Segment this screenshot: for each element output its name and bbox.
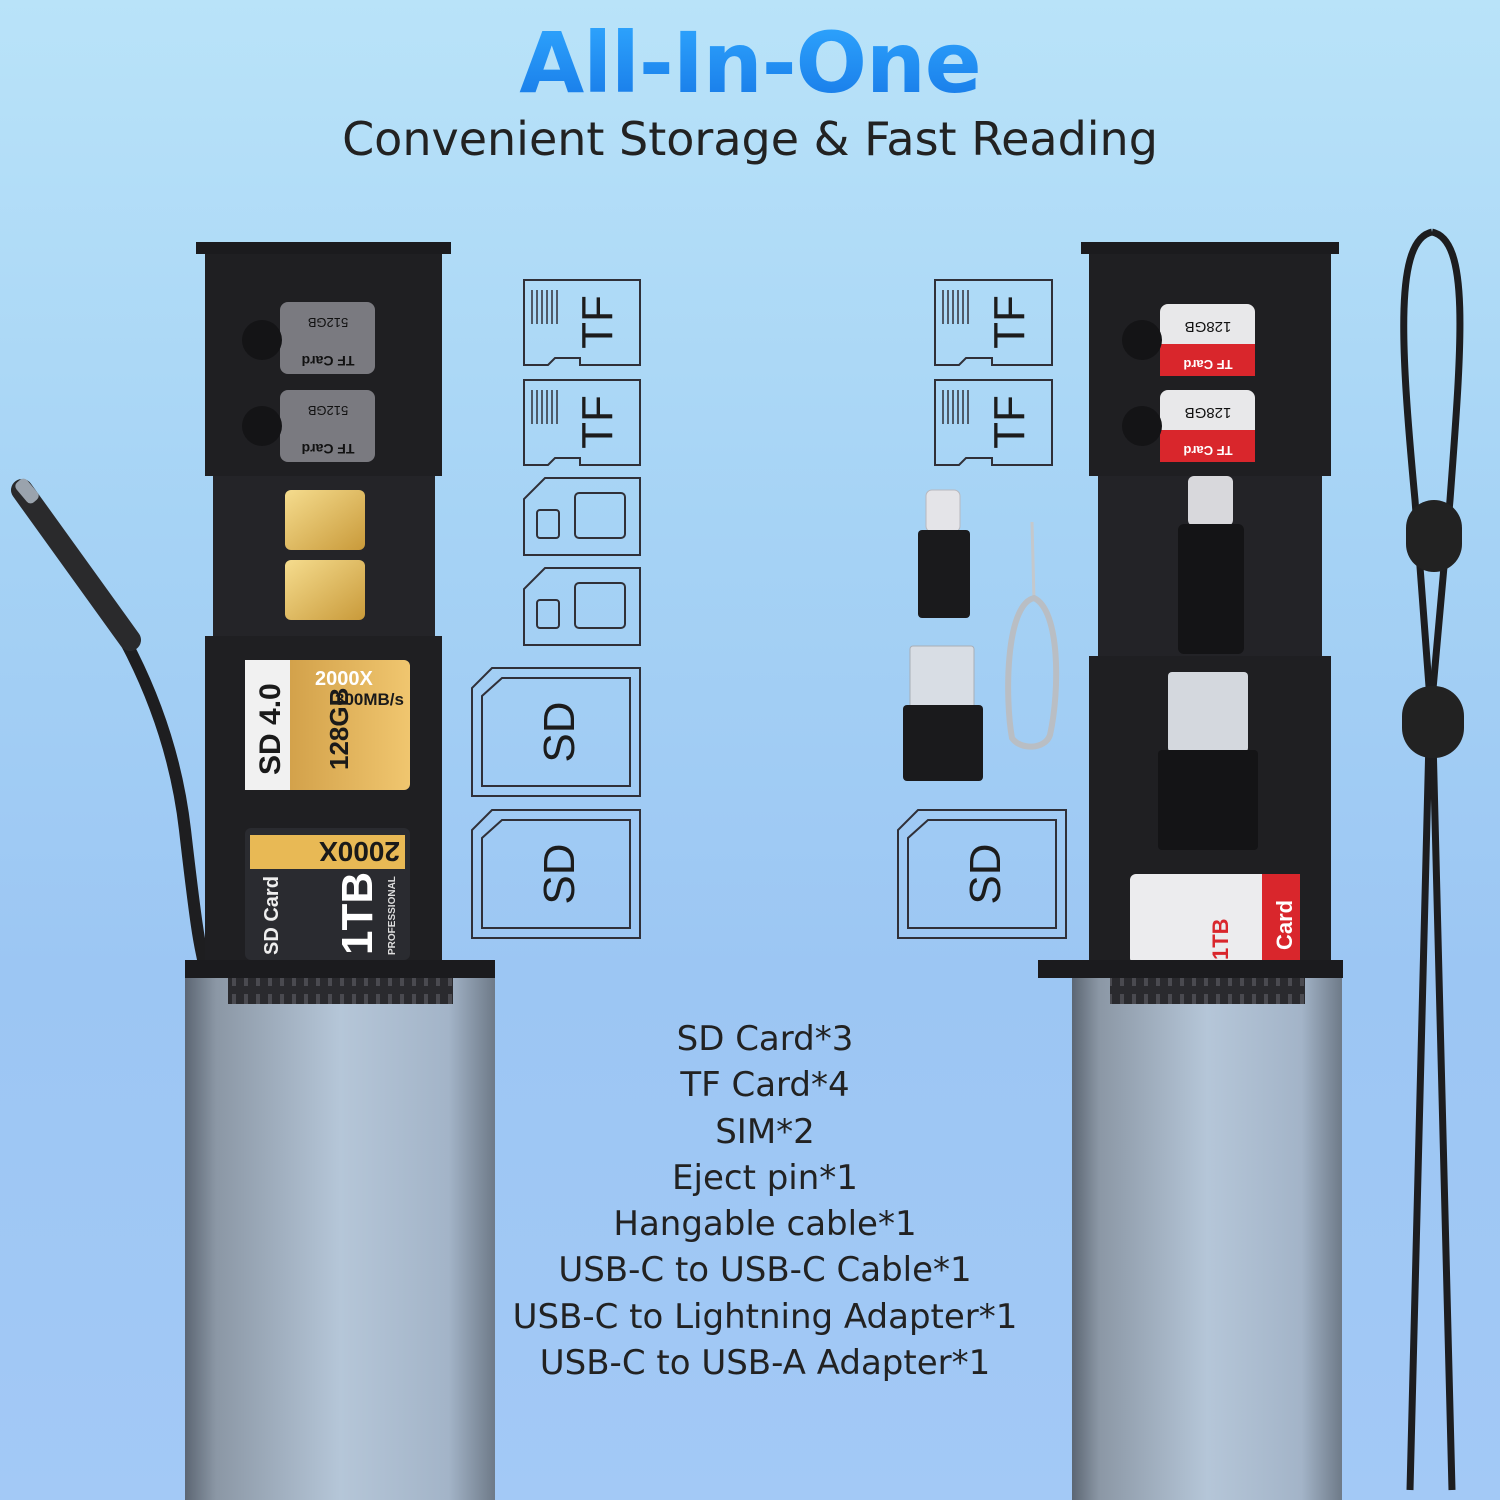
- left-case: TF Card 512GB TF Card 512GB SD 4.0 2000X…: [11, 242, 495, 1500]
- svg-text:SD: SD: [535, 701, 584, 762]
- spec-item: SIM*2: [715, 1111, 815, 1152]
- svg-text:2000X: 2000X: [319, 836, 400, 867]
- svg-text:128GB: 128GB: [1185, 318, 1232, 335]
- svg-text:512GB: 512GB: [308, 315, 348, 330]
- lanyard: [1400, 228, 1464, 1491]
- svg-text:PROFESSIONAL: PROFESSIONAL: [387, 876, 398, 955]
- spec-item: SD Card*3: [676, 1019, 854, 1059]
- specs-list: SD Card*3 TF Card*4 SIM*2 Eject pin*1 Ha…: [450, 1016, 1080, 1386]
- lanyard-slider-1: [1406, 500, 1462, 572]
- svg-text:2000X: 2000X: [315, 668, 373, 690]
- tf-icon-1: TF: [523, 279, 641, 366]
- right-case-body: [1072, 978, 1342, 1500]
- lightning-adapter: [918, 489, 970, 618]
- subheadline: Convenient Storage & Fast Reading: [342, 112, 1158, 166]
- svg-text:TF: TF: [985, 295, 1034, 349]
- tf-card-left-1: TF Card 512GB: [242, 302, 375, 374]
- usb-c-cable: [25, 496, 211, 971]
- svg-text:128GB: 128GB: [324, 688, 354, 770]
- svg-text:128GB: 128GB: [1185, 404, 1232, 421]
- right-case: TF Card 128GB TF Card 128GB 1TB Card: [1038, 242, 1343, 1500]
- sd-icon-1: SD: [471, 667, 641, 797]
- svg-text:SD Card: SD Card: [261, 876, 283, 955]
- sd-card-right: 1TB Card: [1130, 874, 1300, 964]
- lanyard-slider-2: [1402, 686, 1464, 758]
- svg-text:TF Card: TF Card: [1183, 357, 1232, 372]
- sd-icon-2: SD: [471, 809, 641, 939]
- tf-icon-3: TF: [934, 279, 1053, 366]
- spec-item: Eject pin*1: [672, 1157, 858, 1198]
- sim-icon-1: [523, 477, 641, 556]
- svg-text:1TB: 1TB: [1208, 918, 1233, 960]
- eject-pin-icon: [1005, 521, 1060, 750]
- spec-item: USB-C to USB-A Adapter*1: [539, 1343, 991, 1384]
- svg-text:512GB: 512GB: [308, 403, 348, 418]
- spec-item: USB-C to Lightning Adapter*1: [512, 1296, 1018, 1337]
- spec-item: USB-C to USB-C Cable*1: [558, 1250, 972, 1291]
- sd-card-left-1: SD 4.0 2000X 300MB/s 128GB: [245, 660, 410, 790]
- tf-card-right-2: TF Card 128GB: [1122, 390, 1255, 462]
- spec-item: TF Card*4: [680, 1065, 850, 1106]
- sd-icon-3: SD: [897, 809, 1067, 939]
- svg-text:SD 4.0: SD 4.0: [254, 683, 287, 775]
- svg-text:1TB: 1TB: [333, 872, 382, 955]
- svg-text:TF: TF: [573, 395, 622, 449]
- usb-a-adapter-inside: [1168, 672, 1248, 752]
- svg-text:Card: Card: [1272, 900, 1297, 950]
- svg-text:TF: TF: [573, 295, 622, 349]
- svg-text:SD: SD: [961, 843, 1010, 904]
- headline: All-In-One: [0, 14, 1500, 112]
- sim-card-left-2: [285, 560, 365, 620]
- tf-card-right-1: TF Card 128GB: [1122, 304, 1255, 376]
- svg-text:SD: SD: [535, 843, 584, 904]
- svg-text:TF Card: TF Card: [1183, 443, 1232, 458]
- svg-text:TF: TF: [985, 395, 1034, 449]
- left-case-body: [185, 978, 495, 1500]
- usb-a-adapter: [903, 645, 983, 781]
- tf-card-left-2: TF Card 512GB: [242, 390, 375, 462]
- svg-text:TF Card: TF Card: [302, 441, 355, 457]
- spec-item: Hangable cable*1: [613, 1204, 917, 1245]
- sd-card-left-2: 2000X SD Card 1TB PROFESSIONAL: [245, 828, 410, 960]
- cable-plug: [11, 479, 141, 651]
- tf-icon-2: TF: [523, 379, 641, 466]
- tf-icon-4: TF: [934, 379, 1053, 466]
- sim-icon-2: [523, 567, 641, 646]
- svg-text:300MB/s: 300MB/s: [335, 690, 404, 709]
- lightning-adapter-inside: [1188, 476, 1233, 526]
- svg-text:TF Card: TF Card: [302, 353, 355, 369]
- sim-card-left-1: [285, 490, 365, 550]
